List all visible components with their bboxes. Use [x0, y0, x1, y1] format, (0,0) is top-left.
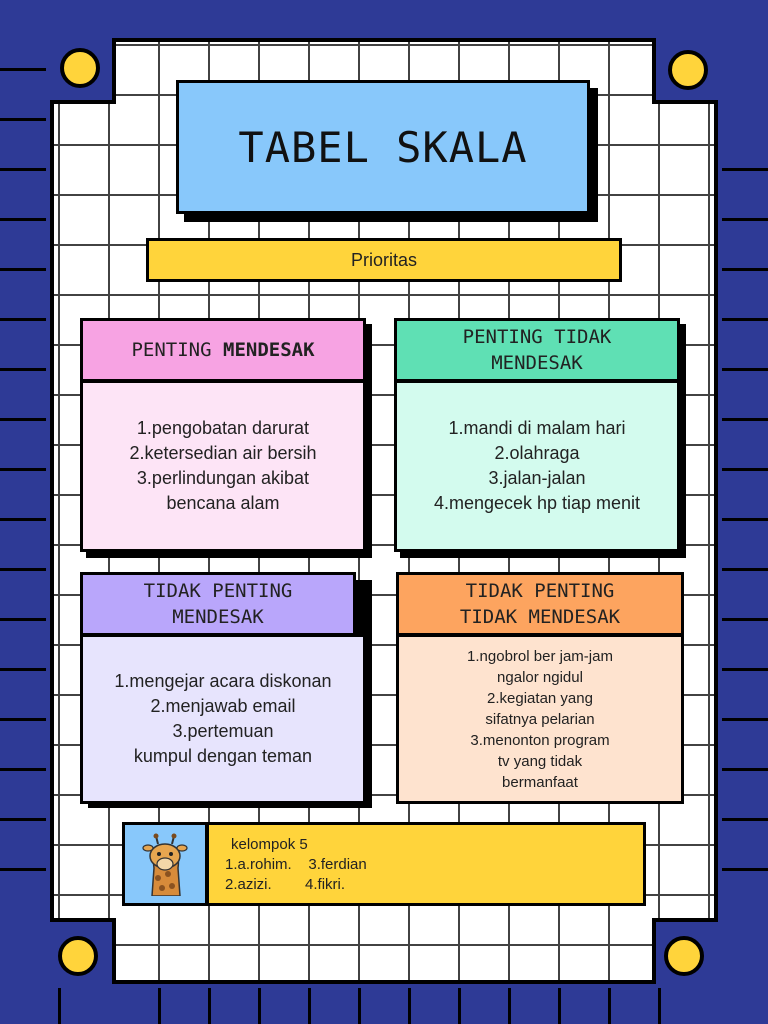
edge-tick: [0, 818, 46, 821]
edge-tick: [0, 768, 46, 771]
edge-tick: [0, 268, 46, 271]
edge-tick: [608, 988, 611, 1024]
edge-tick: [508, 988, 511, 1024]
corner-dot-top-right: [668, 50, 708, 90]
edge-tick: [0, 118, 46, 121]
edge-tick: [722, 418, 768, 421]
edge-tick: [722, 518, 768, 521]
subtitle-bar: Prioritas: [146, 238, 622, 282]
quadrant-list-penting-tidak-mendesak: 1.mandi di malam hari 2.olahraga 3.jalan…: [394, 380, 680, 552]
quadrant-heading-tidak-penting-mendesak: TIDAK PENTING MENDESAK: [80, 572, 356, 636]
edge-tick: [58, 988, 61, 1024]
edge-tick: [0, 218, 46, 221]
paper-outline: [50, 38, 718, 984]
edge-tick: [722, 568, 768, 571]
edge-tick: [722, 768, 768, 771]
edge-tick: [0, 568, 46, 571]
quadrant-list-penting-mendesak: 1.pengobatan darurat 2.ketersedian air b…: [80, 380, 366, 552]
edge-tick: [722, 668, 768, 671]
giraffe-icon: [142, 833, 188, 896]
mascot-box: [122, 822, 208, 906]
edge-tick: [0, 68, 46, 71]
edge-tick: [0, 718, 46, 721]
heading-text: PENTING MENDESAK: [131, 339, 315, 361]
edge-tick: [0, 318, 46, 321]
edge-tick: [722, 618, 768, 621]
quadrant-list-tidak-penting-tidak-mendesak: 1.ngobrol ber jam-jam ngalor ngidul 2.ke…: [396, 634, 684, 804]
edge-tick: [0, 368, 46, 371]
edge-tick: [722, 168, 768, 171]
edge-tick: [722, 318, 768, 321]
edge-tick: [722, 268, 768, 271]
group-info: kelompok 5 1.a.rohim. 3.ferdian 2.azizi.…: [206, 822, 646, 906]
corner-dot-top-left: [60, 48, 100, 88]
group-name: kelompok 5: [231, 836, 308, 853]
edge-tick: [722, 368, 768, 371]
edge-tick: [358, 988, 361, 1024]
corner-dot-bottom-left: [58, 936, 98, 976]
edge-tick: [0, 868, 46, 871]
edge-tick: [0, 618, 46, 621]
edge-tick: [0, 468, 46, 471]
edge-tick: [308, 988, 311, 1024]
edge-tick: [722, 818, 768, 821]
edge-tick: [0, 518, 46, 521]
edge-tick: [258, 988, 261, 1024]
edge-tick: [208, 988, 211, 1024]
group-members-line-2: 2.azizi. 4.fikri.: [225, 876, 346, 893]
edge-tick: [722, 868, 768, 871]
edge-tick: [558, 988, 561, 1024]
quadrant-heading-penting-mendesak: PENTING MENDESAK: [80, 318, 366, 382]
edge-tick: [0, 668, 46, 671]
edge-tick: [658, 988, 661, 1024]
page-title: TABEL SKALA: [176, 80, 590, 214]
corner-dot-bottom-right: [664, 936, 704, 976]
quadrant-list-tidak-penting-mendesak: 1.mengejar acara diskonan 2.menjawab ema…: [80, 634, 366, 804]
edge-tick: [722, 468, 768, 471]
edge-tick: [158, 988, 161, 1024]
edge-tick: [0, 168, 46, 171]
quadrant-heading-penting-tidak-mendesak: PENTING TIDAK MENDESAK: [394, 318, 680, 382]
quadrant-heading-tidak-penting-tidak-mendesak: TIDAK PENTING TIDAK MENDESAK: [396, 572, 684, 636]
edge-tick: [722, 718, 768, 721]
edge-tick: [408, 988, 411, 1024]
group-members-line-1: 1.a.rohim. 3.ferdian: [225, 856, 367, 873]
edge-tick: [458, 988, 461, 1024]
edge-tick: [722, 218, 768, 221]
edge-tick: [0, 418, 46, 421]
